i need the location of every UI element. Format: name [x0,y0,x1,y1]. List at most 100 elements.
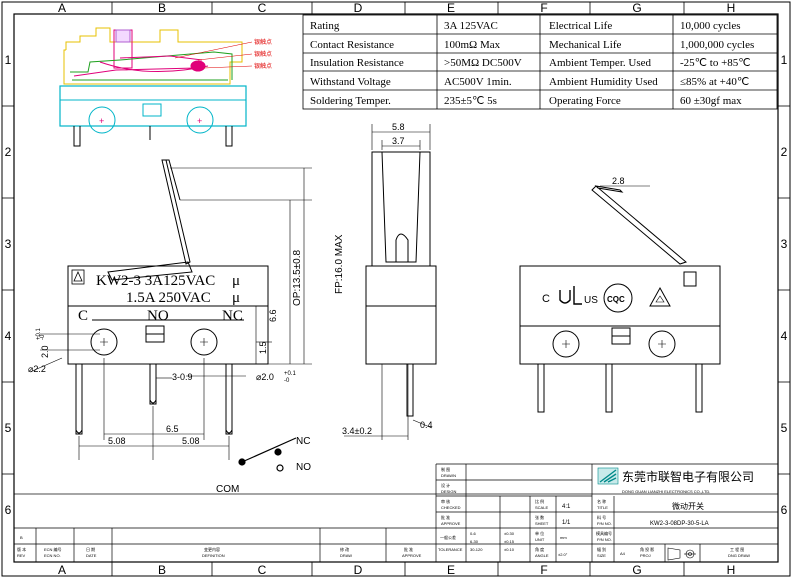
sheet-label-en: SHEET [535,521,549,526]
front-dimension-text: OP:13.5±0.8 FP:16.0 MAX 6.6 1.5 2.0 +0.1… [28,234,345,446]
base-hole-right [186,106,214,134]
angle-label-cn: 角 度 [535,546,544,552]
spec-label-rating: Rating [310,20,340,32]
dim-operating-position: OP:13.5±0.8 [292,249,303,306]
front-dimension-lines [29,167,312,460]
dim-3-4: 3.4±0.2 [342,426,372,436]
schematic-labels: NC NO COM [216,436,311,495]
drawn-label-cn: 制 图 [441,466,450,472]
actuator-cap [115,29,131,43]
rear-hole-right [648,330,676,358]
dim-3-0-9: 3-0.9 [172,372,193,382]
size-value: A4 [620,551,626,556]
triangle-mark-box [71,269,85,285]
tolerance-value-2: ±0.15 [504,539,515,544]
spec-table: Rating 3A 125VAC Electrical Life 10,000 … [302,14,778,110]
label-leader-2 [197,53,253,61]
dim-5-8: 5.8 [392,122,405,132]
hole-crosshair-right [200,338,208,346]
hole-center-left: + [99,116,104,126]
spring-leaf [70,51,233,81]
zone-row-5-left: 5 [5,421,12,435]
spec-label-ambient-humidity: Ambient Humidity Used [549,76,658,88]
zone-row-1-right: 1 [781,53,788,67]
drawing-title-cn: 微动开关 [672,501,704,511]
silver-contact-label-1: 银触点 [254,38,272,46]
zone-col-b-top: B [158,1,166,15]
spec-value-ambient-temperature: -25℃ to +85℃ [680,57,751,69]
pin-nc [225,363,233,435]
drawn-label-en: DRAWN [441,473,456,478]
mold-label-cn: 模具编号 [596,530,612,536]
sheet-value: 1/1 [562,520,571,526]
scale-value: 4:1 [562,504,571,510]
projection-label-cn: 角 投 影 [640,546,654,552]
size-label-en: SIZE [597,553,606,558]
zone-col-g-bottom: G [632,563,641,577]
spec-label-operating-force: Operating Force [549,95,621,107]
ecn-header-en: ECN NO. [44,553,61,558]
ul-mark-1: μ [232,273,240,289]
terminal-nc-label: NC [222,308,243,324]
definition-header-cn: 变更内容 [204,546,220,552]
dim-dia-2-0-tol-down: -0 [284,378,290,384]
dim-2-8: 2.8 [612,176,625,186]
dim-2-0-hole-tol-down: -0 [40,334,46,340]
warning-triangle-inner [655,295,665,303]
spec-label-withstand-voltage: Withstand Voltage [310,76,391,88]
base-block [59,85,247,127]
zone-row-4-left: 4 [5,329,12,343]
marking-rating-2: 1.5A 250VAC [126,290,211,306]
date-header-en: DATE [86,553,97,558]
date-header-cn: 日 期 [86,546,95,552]
draw-header-cn: 修 改 [340,546,349,552]
dim-dia-2-2: ⌀2.2 [28,364,46,374]
zone-row-6-left: 6 [5,503,12,517]
side-body [365,265,437,365]
pn-label-cn: 料 号 [597,514,606,520]
revision-row-b: B [20,535,23,540]
rear-hole-crosshair-right [658,340,666,348]
schematic-no-label: NO [296,462,311,473]
dim-5-08-right: 5.08 [182,436,200,446]
zone-col-h-top: H [727,1,736,15]
mount-hole-left [90,328,118,356]
cert-us-mark: US [584,295,598,306]
zone-col-c-top: C [258,1,267,15]
checked-label-cn: 审 核 [441,498,450,504]
switch-body [67,265,269,365]
projection-label-en: PROJ [640,553,651,558]
spec-label-soldering-temperature: Soldering Temper. [310,95,391,107]
spec-value-soldering-temperature: 235±5℃ 5s [444,95,497,107]
zone-row-3-right: 3 [781,237,788,251]
tolerance-label-cn: 一般公差 [440,534,456,540]
scale-label-cn: 比 例 [535,498,544,504]
base-slot [142,103,162,117]
ul-mark-2: μ [232,290,240,306]
pn-label-en: P/N NO. [597,521,612,526]
name-label-cn: 名 称 [597,498,606,504]
rear-hole-left [552,330,580,358]
rear-pin-left [537,363,545,413]
cert-cqc-mark: CQC [607,295,625,304]
pin-ends [75,399,233,434]
side-actuator-housing [371,151,431,267]
ul-logo [559,286,582,305]
zone-row-2-right: 2 [781,145,788,159]
zone-col-f-bottom: F [540,563,547,577]
approve-label-en: APPROVE [441,521,461,526]
housing-outline [63,27,243,85]
dim-1-5: 1.5 [258,341,268,354]
scale-label-en: SCALE [535,505,548,510]
side-actuator-arm [381,151,421,263]
spec-value-operating-force: 60 ±30gf max [680,95,742,107]
angle-value: ±2.0° [558,552,568,557]
side-dimension-text: 5.8 3.7 3.4±0.2 0.4 [342,122,433,436]
zone-col-c-bottom: C [258,563,267,577]
ecn-header-cn: ECN 编号 [44,546,62,552]
zone-labels: A B C D E F G H A B C D E F G H 1 2 3 4 … [5,1,788,577]
dim-2-0-hole-tol-up: +0.1 [36,327,42,340]
pin-c [75,363,83,435]
spec-value-contact-resistance: 100mΩ Max [444,39,501,51]
rear-corner-box [683,271,697,287]
